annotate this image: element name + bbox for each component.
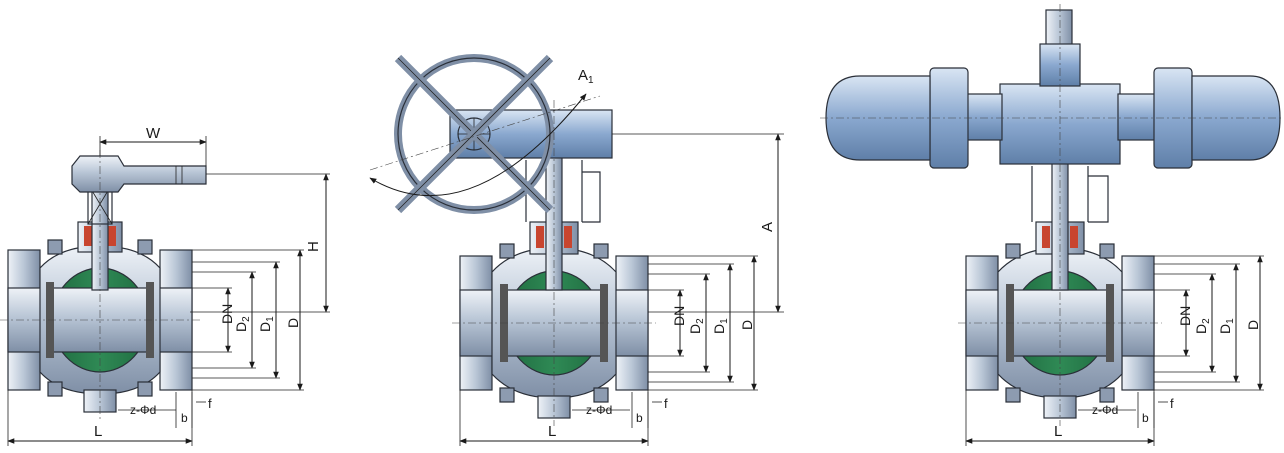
dim-label-W: W [146, 125, 161, 142]
actuator-right-arm [1117, 93, 1157, 141]
dim-label-f: f [664, 396, 668, 411]
stem-seal [536, 226, 544, 248]
stem-seal [1042, 226, 1050, 248]
bolt [1005, 243, 1021, 259]
bolt [47, 239, 63, 255]
dim-label-b: b [1142, 411, 1149, 425]
bolt [137, 239, 153, 255]
valve-body [0, 150, 207, 420]
bolt [593, 243, 609, 259]
dim-label-D: D [739, 320, 755, 330]
dim-label-L: L [548, 423, 556, 440]
dim-label-D: D [1245, 320, 1261, 330]
stem-seal [108, 226, 116, 246]
dim-label-D2: D2 [233, 316, 252, 332]
bolt [47, 381, 63, 397]
bolt [137, 381, 153, 397]
dim-label-D: D [285, 318, 301, 328]
dim-label-zd: z-Φd [586, 403, 612, 417]
view-actuator: DN D2 D1 D L z-Φd b f [820, 4, 1284, 446]
dim-label-D2: D2 [687, 318, 706, 334]
dim-label-b: b [636, 411, 643, 425]
dim-label-A: A [759, 222, 776, 232]
dim-label-f: f [1170, 396, 1174, 411]
dim-label-D1: D1 [711, 318, 730, 334]
dim-label-D1: D1 [257, 316, 276, 332]
dim-label-DN: DN [219, 304, 235, 324]
dim-label-f: f [208, 396, 212, 411]
dimensions-actuator: DN D2 D1 D L z-Φd b f [965, 255, 1264, 446]
bolt [1099, 243, 1115, 259]
dim-label-A1: A1 [578, 67, 594, 86]
dim-label-L: L [94, 423, 102, 440]
stem-seal [564, 226, 572, 248]
view-lever: W H DN D2 D1 D [0, 125, 330, 446]
actuator-left-arm [965, 93, 1003, 141]
dim-label-DN: DN [671, 306, 687, 326]
dim-label-b: b [181, 411, 188, 425]
dim-label-zd: z-Φd [130, 403, 156, 417]
stem-seal [1070, 226, 1078, 248]
actuator-top-shaft [1045, 9, 1073, 47]
stem-seal [84, 226, 92, 246]
dim-label-L: L [1054, 423, 1062, 440]
bolt [593, 387, 609, 403]
bolt [1005, 387, 1021, 403]
dim-label-H: H [305, 241, 322, 252]
valve-body [820, 4, 1284, 426]
bolt [1099, 387, 1115, 403]
lever-handle [71, 155, 207, 193]
dim-label-zd: z-Φd [1092, 403, 1118, 417]
dimensions-lever: W H DN D2 D1 D [7, 125, 330, 446]
dim-label-D2: D2 [1193, 318, 1212, 334]
dim-label-D1: D1 [1217, 318, 1236, 334]
bolt [499, 387, 515, 403]
bolt [499, 243, 515, 259]
dim-label-DN: DN [1177, 306, 1193, 326]
valve-body [369, 54, 656, 426]
dimensions-gear: A1 A DN D2 D1 D [369, 67, 784, 446]
view-gear: A1 A DN D2 D1 D [369, 54, 784, 446]
